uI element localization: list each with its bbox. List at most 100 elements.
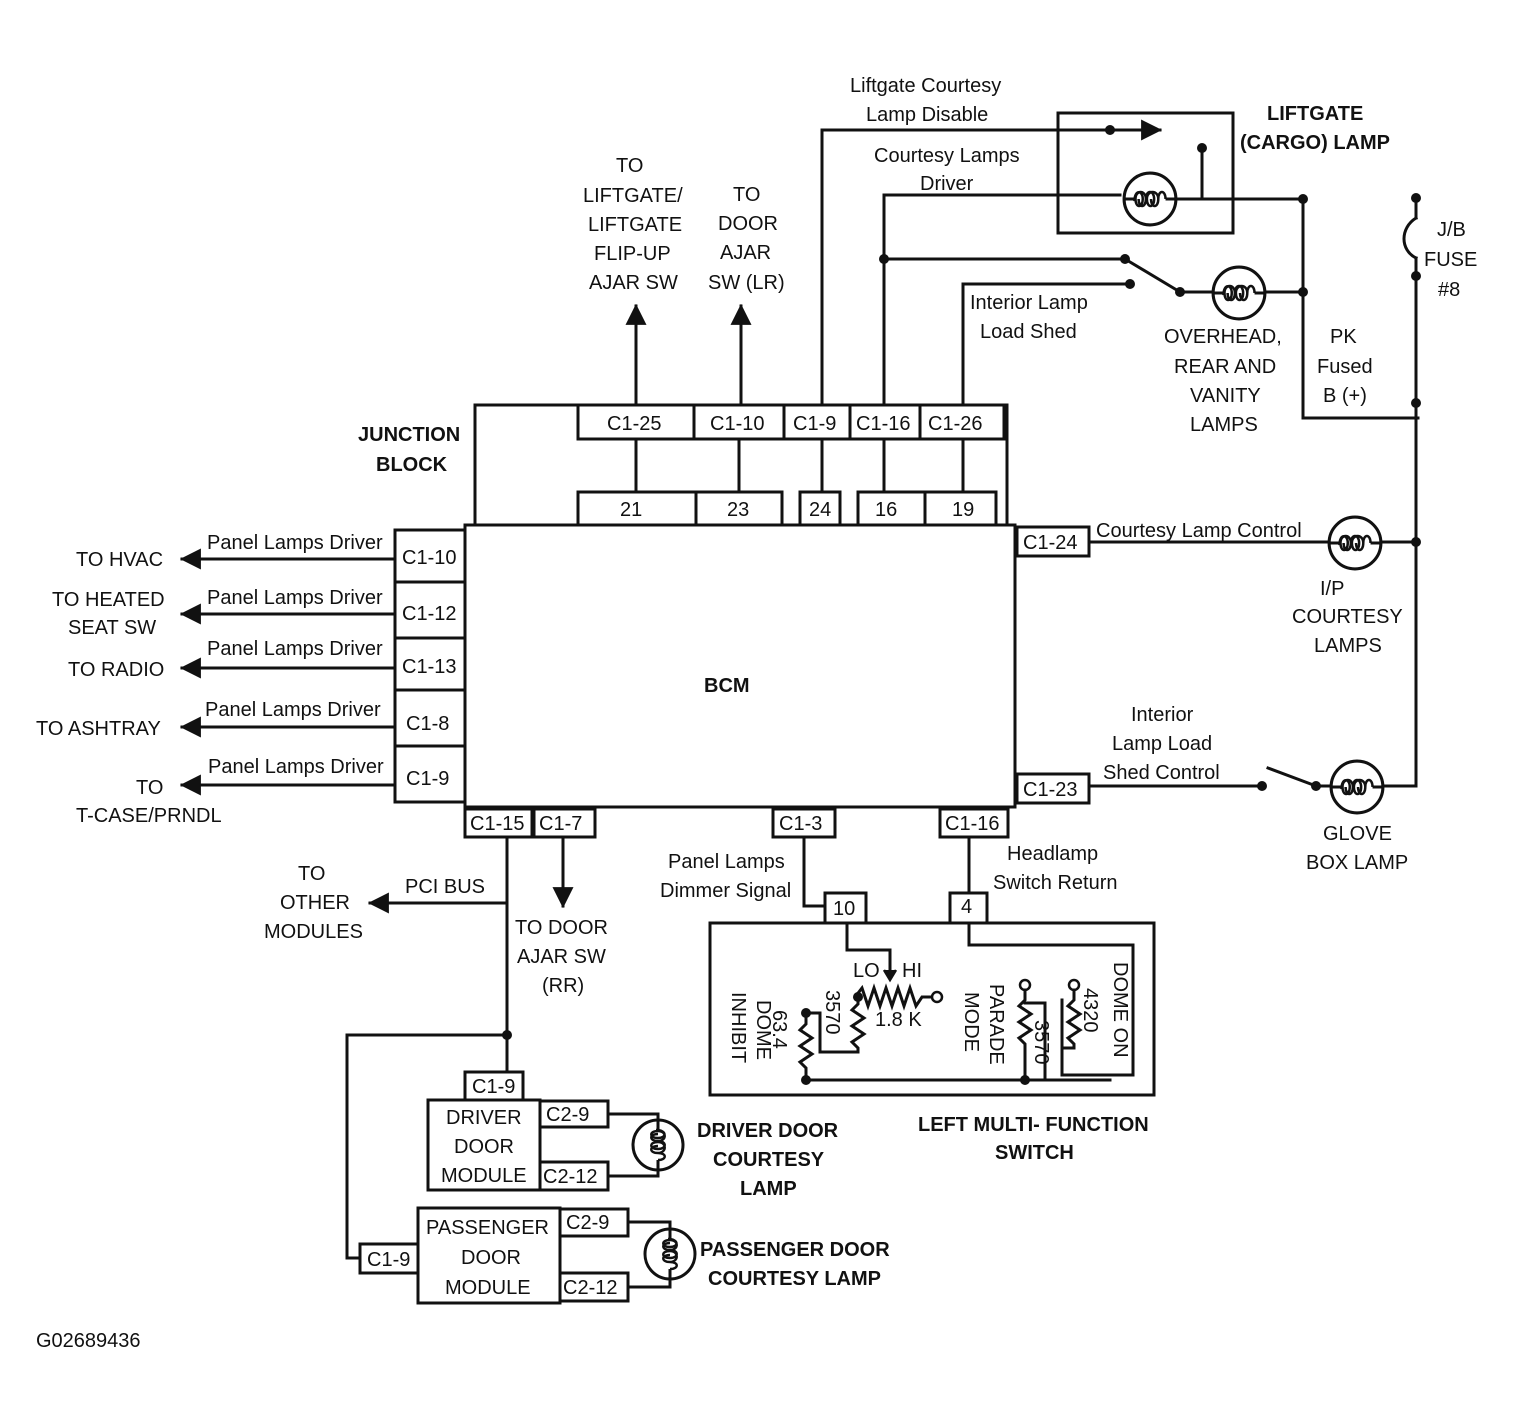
jb-connector-c1-16: C1-16 (856, 413, 910, 435)
driver-pin-c1-9: C1-9 (472, 1076, 515, 1098)
overhead-3: VANITY (1190, 385, 1261, 407)
bcm-module (463, 523, 1017, 809)
driver-lamp-title-3: LAMP (740, 1178, 797, 1200)
to-ashtray: TO ASHTRAY (36, 718, 161, 740)
jb-connector-c1-25: C1-25 (607, 413, 661, 435)
liftgate-lamp-title-1: LIFTGATE (1267, 103, 1363, 125)
bcm-left-pin-boxes (393, 528, 467, 804)
top-output-wires (625, 303, 752, 407)
bcm-pin-c1-23: C1-23 (1023, 779, 1077, 801)
passenger-module-1: PASSENGER (426, 1217, 549, 1239)
to-other-3: MODULES (264, 921, 363, 943)
driver-module-2: DOOR (454, 1136, 514, 1158)
panel-lamps-driver-2: Panel Lamps Driver (207, 587, 383, 609)
bcm-pin-c1-10: C1-10 (402, 547, 456, 569)
interior-shed-control-2: Lamp Load (1112, 733, 1212, 755)
bcm-label: BCM (704, 675, 750, 697)
dimmer-signal-1: Panel Lamps (668, 851, 785, 873)
door-ajar-rr-2: AJAR SW (517, 946, 606, 968)
pk-fused-1: PK (1330, 326, 1357, 348)
jb-pin-24: 24 (809, 499, 831, 521)
courtesy-driver-1: Courtesy Lamps (874, 145, 1020, 167)
pci-bus-label: PCI BUS (405, 876, 485, 898)
jb-pin-16: 16 (875, 499, 897, 521)
driver-pin-c2-12: C2-12 (543, 1166, 597, 1188)
interior-load-shed-2: Load Shed (980, 321, 1077, 343)
liftgate-lamp-icon (1122, 171, 1178, 227)
dome-on: DOME ON (1109, 962, 1131, 1058)
junction-block-title-1: JUNCTION (358, 424, 460, 446)
bcm-pin-c1-12: C1-12 (402, 603, 456, 625)
passenger-pin-c2-12: C2-12 (563, 1277, 617, 1299)
courtesy-lamp-control: Courtesy Lamp Control (1096, 520, 1302, 542)
glove-box-lamp-icon (1329, 759, 1385, 815)
headlamp-return-1: Headlamp (1007, 843, 1098, 865)
switch-lo: LO (853, 960, 880, 982)
ip-courtesy-lamp-icon (1327, 515, 1383, 571)
switch-title-2: SWITCH (995, 1142, 1074, 1164)
pci-bus-wires (345, 835, 574, 1260)
bcm-pin-c1-3: C1-3 (779, 813, 822, 835)
driver-lamp-title-1: DRIVER DOOR (697, 1120, 839, 1142)
interior-load-shed-1: Interior Lamp (970, 292, 1088, 314)
door-ajar-rr-3: (RR) (542, 975, 584, 997)
liftgate-circuit (820, 111, 1420, 420)
switch-r4: 4320 (1079, 988, 1101, 1033)
interior-shed-control-3: Shed Control (1103, 762, 1220, 784)
liftgate-disable-2: Lamp Disable (866, 104, 988, 126)
bcm-pin-c1-8: C1-8 (406, 713, 449, 735)
to-other-2: OTHER (280, 892, 350, 914)
liftgate-disable-1: Liftgate Courtesy (850, 75, 1001, 97)
jb-connector-c1-26: C1-26 (928, 413, 982, 435)
bcm-bottom-pin-boxes (463, 807, 1010, 839)
liftgate-ajar-3: LIFTGATE (588, 214, 682, 236)
to-hvac: TO HVAC (76, 549, 163, 571)
jb-pin-19: 19 (952, 499, 974, 521)
passenger-lamp-title-2: COURTESY LAMP (708, 1268, 881, 1290)
bcm-pin-c1-9: C1-9 (406, 768, 449, 790)
ip-courtesy-3: LAMPS (1314, 635, 1382, 657)
driver-door-module (426, 1070, 660, 1192)
bcm-pin-box-c1-23 (1015, 772, 1091, 805)
to-other-1: TO (298, 863, 325, 885)
bcm-pin-c1-16-bottom: C1-16 (945, 813, 999, 835)
panel-lamps-driver-4: Panel Lamps Driver (205, 699, 381, 721)
diagram-id: G02689436 (36, 1330, 141, 1352)
bcm-pin-c1-15: C1-15 (470, 813, 524, 835)
liftgate-ajar-5: AJAR SW (589, 272, 678, 294)
headlamp-return-2: Switch Return (993, 872, 1118, 894)
switch-pin-10: 10 (833, 898, 855, 920)
driver-door-lamp-icon (631, 1118, 685, 1172)
multifunction-switch (708, 835, 1156, 1097)
dome-inhibit-2: INHIBIT (727, 992, 749, 1063)
liftgate-lamp-title-2: (CARGO) LAMP (1240, 132, 1390, 154)
overhead-4: LAMPS (1190, 414, 1258, 436)
to-tcase-1: TO (136, 777, 163, 799)
switch-hi: HI (902, 960, 922, 982)
interior-shed-control-1: Interior (1131, 704, 1194, 726)
passenger-module-2: DOOR (461, 1247, 521, 1269)
fuse-label-3: #8 (1438, 279, 1460, 301)
switch-r3: 3570 (1030, 1020, 1052, 1065)
jb-connector-c1-9: C1-9 (793, 413, 836, 435)
passenger-door-module (358, 1206, 672, 1305)
panel-lamps-driver-3: Panel Lamps Driver (207, 638, 383, 660)
door-ajar-lr-3: AJAR (720, 242, 771, 264)
pk-fused-3: B (+) (1323, 385, 1367, 407)
fuse-circuit (1402, 193, 1421, 787)
liftgate-ajar-2: LIFTGATE/ (583, 185, 683, 207)
door-ajar-lr-2: DOOR (718, 213, 778, 235)
junction-block-title-2: BLOCK (376, 454, 448, 476)
courtesy-driver-2: Driver (920, 173, 974, 195)
passenger-door-lamp-icon (643, 1227, 697, 1281)
switch-r2: 63.4 (768, 1010, 790, 1049)
switch-r-pot: 1.8 K (875, 1009, 922, 1031)
to-radio: TO RADIO (68, 659, 164, 681)
driver-lamp-title-2: COURTESY (713, 1149, 825, 1171)
driver-module-3: MODULE (441, 1165, 527, 1187)
bcm-pin-c1-13: C1-13 (402, 656, 456, 678)
overhead-lamp-icon (1211, 265, 1267, 321)
ip-courtesy-1: I/P (1320, 578, 1344, 600)
switch-r1: 3570 (821, 990, 843, 1035)
